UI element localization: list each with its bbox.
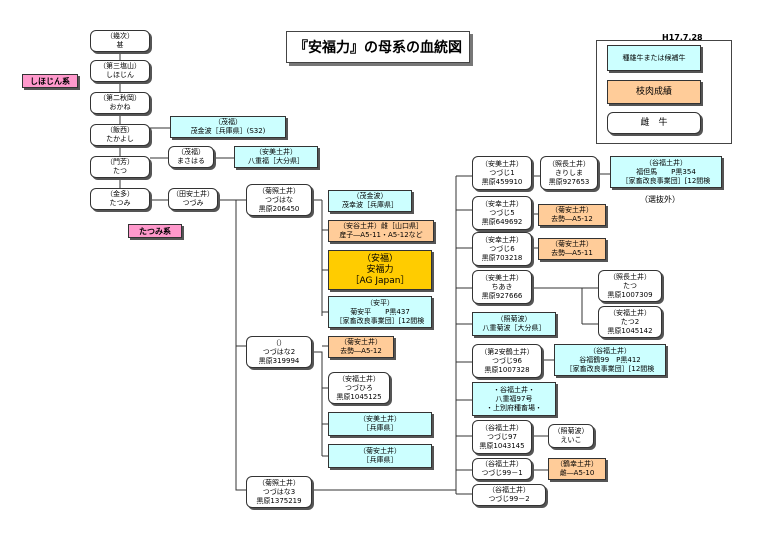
node-yasumi-hyogo: （安美土井） ［兵庫県］ (328, 412, 432, 436)
node-kinta: （金多） たつみ (90, 188, 150, 210)
node-yasufuku-tsuduhiro: （安福土井） つづひろ 黒原1045125 (328, 372, 390, 404)
node-kikuyasu-kyo12: （菊安土井） 去勢―A5-12 (538, 204, 606, 226)
node-tanifuku-hachiju97: ・谷福土井・ 八重福97号 ・上別府種畜場・ (472, 382, 556, 416)
node-yasufuku-tatsu2: （安福土井） たつ2 黒原1045142 (598, 306, 662, 338)
node-tsuruyuki-mesu: （鶴幸土井） 雌―A5-10 (548, 458, 606, 480)
node-kikuteru-tsuduhana3: （菊照土井） つづはな3 黒原1375219 (246, 476, 312, 508)
node-daisankenzan: （第三塩山） しほじん (90, 60, 150, 82)
node-monyoshi: （門芳） たつ (90, 156, 150, 178)
node-tanifuku-99-1: （谷福土井） つづじ99－1 (472, 458, 532, 480)
node-kikuteru: （菊照土井） つづはな 黒原206450 (246, 184, 312, 216)
node-teruyasu-kirishima: （照長土井） きりしま 黒原927653 (540, 156, 598, 190)
node-denyasu: （田安土井） つづみ (168, 188, 218, 210)
node-kikuyasu-hyogo: （菊安土井） ［兵庫県］ (328, 444, 432, 468)
node-unknown-tsuduhana2: （） つづはな2 黒原319994 (246, 336, 312, 368)
date-label: H17.7.28 (662, 33, 703, 42)
node-tanifuku-99-2: （谷福土井） つづじ99－2 (472, 484, 546, 506)
node-kikuyasu-kyo11: （菊安土井） 去勢―A5-11 (538, 238, 606, 260)
node-shigekinpa: （茂金波） 茂幸波［兵庫県］ (328, 190, 412, 212)
node-yasuyuki-tsuduji5: （安幸土井） つづじ5 黒原649692 (472, 196, 532, 230)
node-dai2yasutsuru-tsuduji96: （第2安鶴土井） つづじ96 黒原1007328 (472, 344, 542, 378)
node-tanifuku-tsuru99: （谷福土井） 谷福鶴99 P黒412 ［家畜改良事業団］[12間検 (554, 344, 666, 376)
node-shigefuku: （茂福） 茂金波［兵庫県］(S32) (170, 116, 286, 138)
tag-shihojin: しほじん系 (22, 74, 78, 88)
node-teruki-eiko: （照菊波） えいこ (548, 424, 594, 448)
node-yasutani: （安谷土井）雌［山口県］ 産子―A5-11・A5-12など (328, 220, 434, 242)
legend-bull: 種雄牛または候補牛 (607, 45, 701, 71)
node-ikuji: （幾次） 甚 (90, 30, 150, 52)
tag-tatsumi: たつみ系 (128, 224, 182, 238)
node-yasuhei: （安平） 菊安平 P黒437 ［家畜改良事業団］[12間検 (328, 296, 432, 328)
node-dainiakita: （第二秋岡） おかね (90, 92, 150, 114)
legend-cow: 雌 牛 (607, 112, 701, 134)
legend-meat: 枝肉成績 (607, 80, 701, 104)
node-yasumi-chiaki: （安美土井） ちあき 黒原927666 (472, 270, 532, 304)
note-senbatsugai: （選抜外） (640, 195, 680, 204)
node-terukikuha: （照菊波） 八重菊波［大分県］ (472, 312, 556, 336)
node-tanifuku-tsuduji97: （谷福土井） つづじ97 黒原1043145 (472, 420, 532, 454)
node-kikuyasu-kyo: （菊安土井） 去勢―A5-12 (328, 336, 394, 358)
node-yasufuku: （安福） 安福力 ［AG Japan］ (328, 250, 432, 290)
node-yasumi-hachijufuku: （安美土井） 八重福［大分県］ (234, 146, 318, 168)
node-iinishi: （飯西） たかよし (90, 124, 150, 146)
node-yasuyuki-tsuduji6: （安幸土井） つづじ6 黒原703218 (472, 232, 532, 266)
chart-title: 『安福力』の母系の血統図 (286, 31, 470, 63)
node-shigefuku2: （茂福） まさはる (168, 146, 214, 168)
node-teruchou-tatsu: （照長土井） たつ 黒原1007309 (598, 270, 662, 302)
node-yasumi-tsuduji1: （安美土井） つづじ1 黒原459910 (472, 156, 532, 190)
node-tanifuku-fukuyasuma: （谷福土井） 福但馬 P黒354 ［家畜改良事業団］[12間検 (610, 156, 722, 188)
